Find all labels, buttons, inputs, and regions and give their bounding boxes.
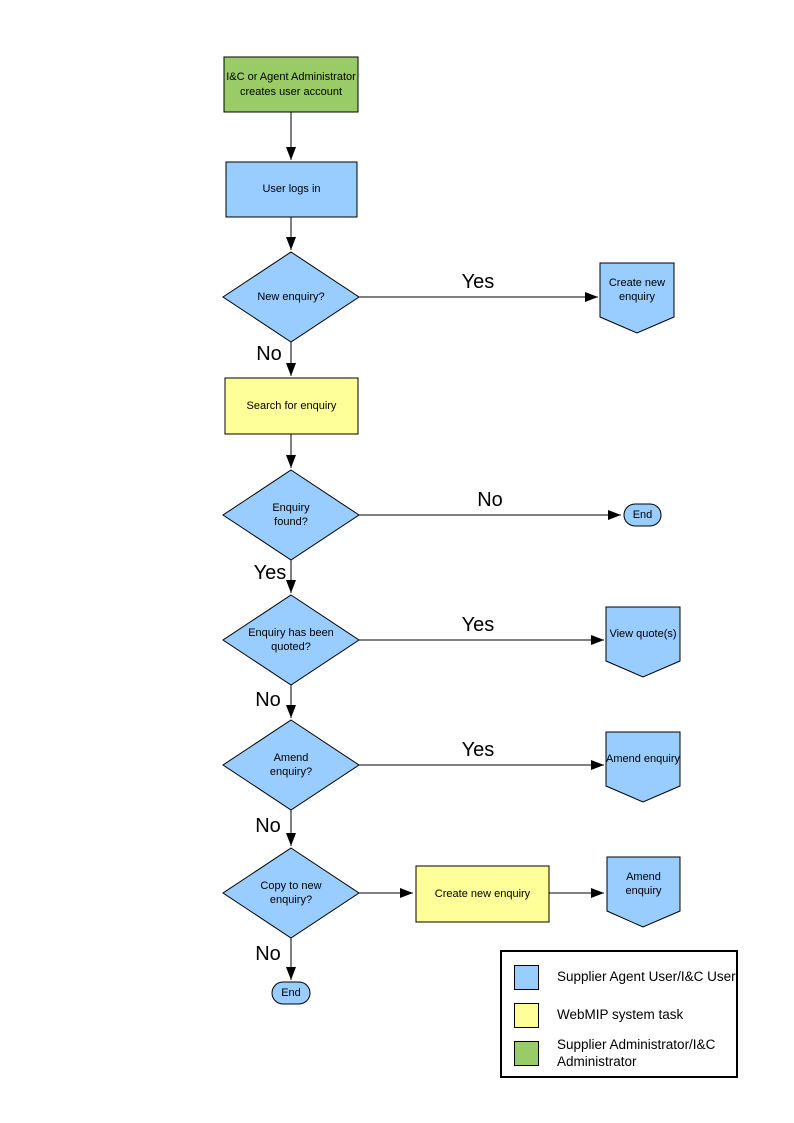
node-enquiry-found-shape — [222, 469, 360, 561]
legend-swatch-blue — [514, 965, 539, 990]
node-new-enquiry-shape — [222, 251, 360, 343]
node-amend-enquiry-1-shape — [605, 731, 681, 803]
legend-label-admin: Supplier Administrator/I&C Administrator — [557, 1037, 716, 1069]
legend-label-system: WebMIP system task — [557, 1007, 684, 1023]
legend-swatch-yellow — [514, 1003, 539, 1028]
legend-label-user: Supplier Agent User/I&C User — [557, 969, 736, 985]
legend-item-user: Supplier Agent User/I&C User — [514, 965, 747, 990]
node-copy-to-new-shape — [222, 847, 360, 939]
node-view-quotes-shape — [605, 606, 681, 678]
node-end-2-shape — [271, 981, 311, 1005]
node-search-for-enquiry-shape — [224, 377, 359, 435]
legend-item-system: WebMIP system task — [514, 1003, 747, 1028]
node-create-new-enquiry-1-shape — [599, 262, 675, 334]
node-user-logs-in-shape — [225, 161, 358, 218]
node-create-new-enquiry-2-shape — [415, 865, 550, 923]
node-end-1-shape — [623, 503, 662, 527]
legend-swatch-green — [514, 1041, 539, 1067]
node-amend-enquiry-question-shape — [222, 719, 360, 811]
legend-item-admin: Supplier Administrator/I&C Administrator — [514, 1037, 747, 1071]
node-amend-enquiry-2-shape — [606, 856, 681, 928]
legend: Supplier Agent User/I&C User WebMIP syst… — [500, 950, 738, 1078]
node-enquiry-quoted-shape — [222, 594, 360, 686]
node-create-account-shape — [223, 56, 359, 113]
